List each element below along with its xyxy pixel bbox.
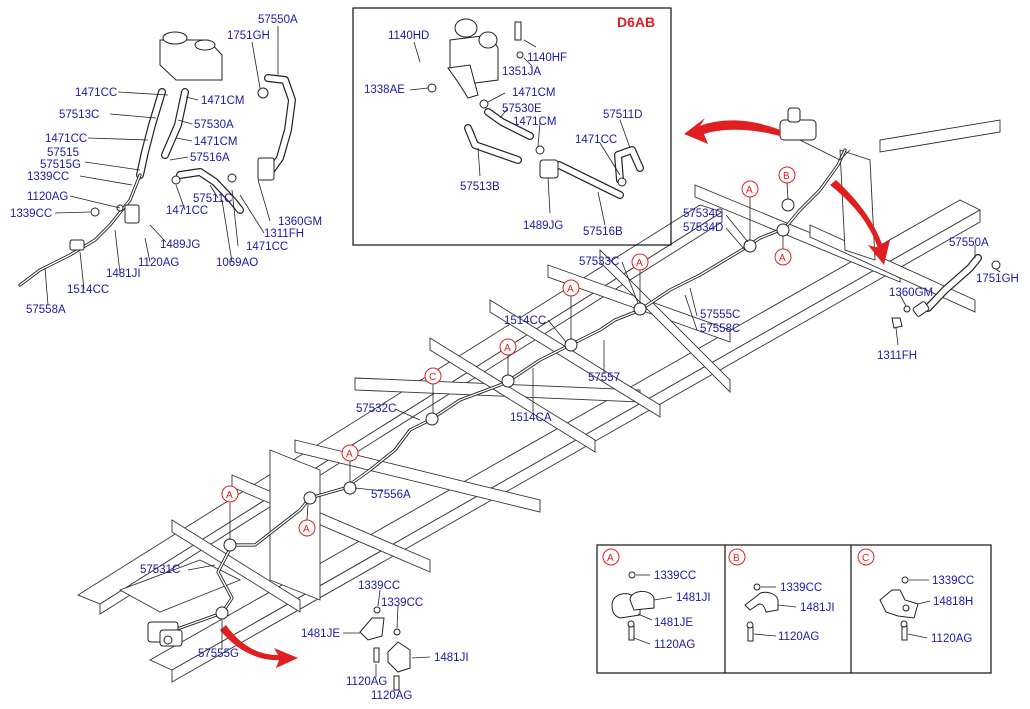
key-a-1481JE: 1481JE [654,617,693,629]
svg-text:C: C [429,372,436,383]
top-left-leaders [44,26,279,306]
svg-text:A: A [636,258,643,269]
label-57511C: 57511C [193,193,232,205]
key-b-1481JI: 1481JI [800,602,835,614]
label-57532C: 57532C [356,403,396,415]
key-b-1339CC: 1339CC [780,582,822,594]
label-1481JI: 1481JI [434,652,469,664]
key-b-1120AG: 1120AG [778,631,819,643]
label-57534D: 57534D [683,222,723,234]
svg-text:A: A [226,490,233,501]
key-a-1481JI: 1481JI [676,592,711,604]
inset-title: D6AB [617,14,655,30]
label-1120AG: 1120AG [138,257,179,269]
label-1140HD: 1140HD [388,30,429,42]
label-1471CC: 1471CC [45,133,87,145]
label-1339CC: 1339CC [358,580,400,592]
clip-key-table: A 1339CC 1481JI 1481JE 1120AG B 1339CC 1… [596,544,992,674]
label-57515G: 57515G [40,159,81,171]
label-1351JA: 1351JA [502,66,541,78]
label-1514CC: 1514CC [504,315,546,327]
label-1471CC: 1471CC [575,134,617,146]
label-1360GM: 1360GM [278,216,322,228]
inset-d6ab: D6AB 1140HD 1140HF [352,7,672,246]
label-57550A: 57550A [258,14,298,26]
label-57557: 57557 [588,372,620,384]
svg-text:A: A [779,253,786,264]
label-1471CC: 1471CC [246,241,288,253]
key-a-1120AG: 1120AG [654,639,695,651]
label-57513B: 57513B [460,181,500,193]
label-1481JI: 1481JI [106,268,141,280]
label-57516A: 57516A [190,152,230,164]
reservoir-assembly [18,31,296,287]
bottom-clip-group: 1339CC 1339CC 1481JE 1481JI 1120AG 1120A… [301,580,469,702]
label-57533C: 57533C [579,256,619,268]
label-57556A: 57556A [371,489,411,501]
direction-arrows [220,118,890,668]
label-57555G: 57555G [198,648,239,660]
label-57515: 57515 [47,147,79,159]
label-1339CC: 1339CC [27,171,69,183]
label-57550A: 57550A [949,237,989,249]
label-1120AG: 1120AG [371,690,412,702]
svg-text:C: C [862,553,869,564]
label-1120AG: 1120AG [346,676,387,688]
label-1514CC: 1514CC [67,284,109,296]
label-1311FH: 1311FH [264,228,304,240]
svg-text:A: A [746,185,753,196]
label-57516B: 57516B [583,226,623,238]
label-57513C: 57513C [59,109,99,121]
label-57558C: 57558C [700,323,740,335]
label-1339CC: 1339CC [10,208,52,220]
label-1069AO: 1069AO [216,257,258,269]
rear-brake-valve [147,621,183,647]
label-57555C: 57555C [700,309,740,321]
label-1471CM: 1471CM [513,116,556,128]
main-line-labels: 57534C 57534D 57533C 1514CC 57555C 57558… [140,208,749,660]
label-1471CM: 1471CM [201,95,244,107]
svg-text:A: A [504,343,511,354]
front-master-cylinder [779,107,851,161]
right-flex-hose: 57550A 1751GH 1360GM 1311FH [877,237,1019,362]
label-1489JG: 1489JG [523,220,563,232]
label-1339CC: 1339CC [381,597,423,609]
label-1481JE: 1481JE [301,628,340,640]
label-1471CC: 1471CC [75,87,117,99]
key-a-1339CC: 1339CC [654,570,696,582]
label-1360GM: 1360GM [889,287,933,299]
label-1489JG: 1489JG [160,239,200,251]
label-1471CM: 1471CM [512,87,555,99]
svg-text:A: A [303,524,310,535]
clip-callouts: A A A C A A A A A B [221,166,796,540]
label-1471CC: 1471CC [166,205,208,217]
svg-text:B: B [783,171,790,182]
label-57558A: 57558A [26,304,66,316]
svg-text:A: A [346,449,353,460]
key-c-1339CC: 1339CC [932,575,974,587]
svg-text:A: A [567,284,574,295]
label-1311FH: 1311FH [877,350,917,362]
label-1338AE: 1338AE [364,84,405,96]
label-1471CM: 1471CM [194,136,237,148]
label-57530E: 57530E [502,103,542,115]
label-1751GH: 1751GH [976,273,1019,285]
label-1120AG: 1120AG [27,191,68,203]
label-1514CA: 1514CA [510,412,552,424]
label-57531C: 57531C [140,564,180,576]
key-c-14818H: 14818H [933,596,973,608]
svg-text:B: B [733,553,740,564]
label-1751GH: 1751GH [227,30,270,42]
key-c-1120AG: 1120AG [931,633,972,645]
label-57534C: 57534C [683,208,723,220]
svg-text:A: A [607,553,614,564]
label-57530A: 57530A [194,119,234,131]
inset-frame [352,7,672,246]
label-57511D: 57511D [603,109,642,121]
label-1140HF: 1140HF [527,52,567,64]
top-left-labels: 57550A 1751GH 1471CC 1471CM 57513C 57530… [10,14,322,316]
